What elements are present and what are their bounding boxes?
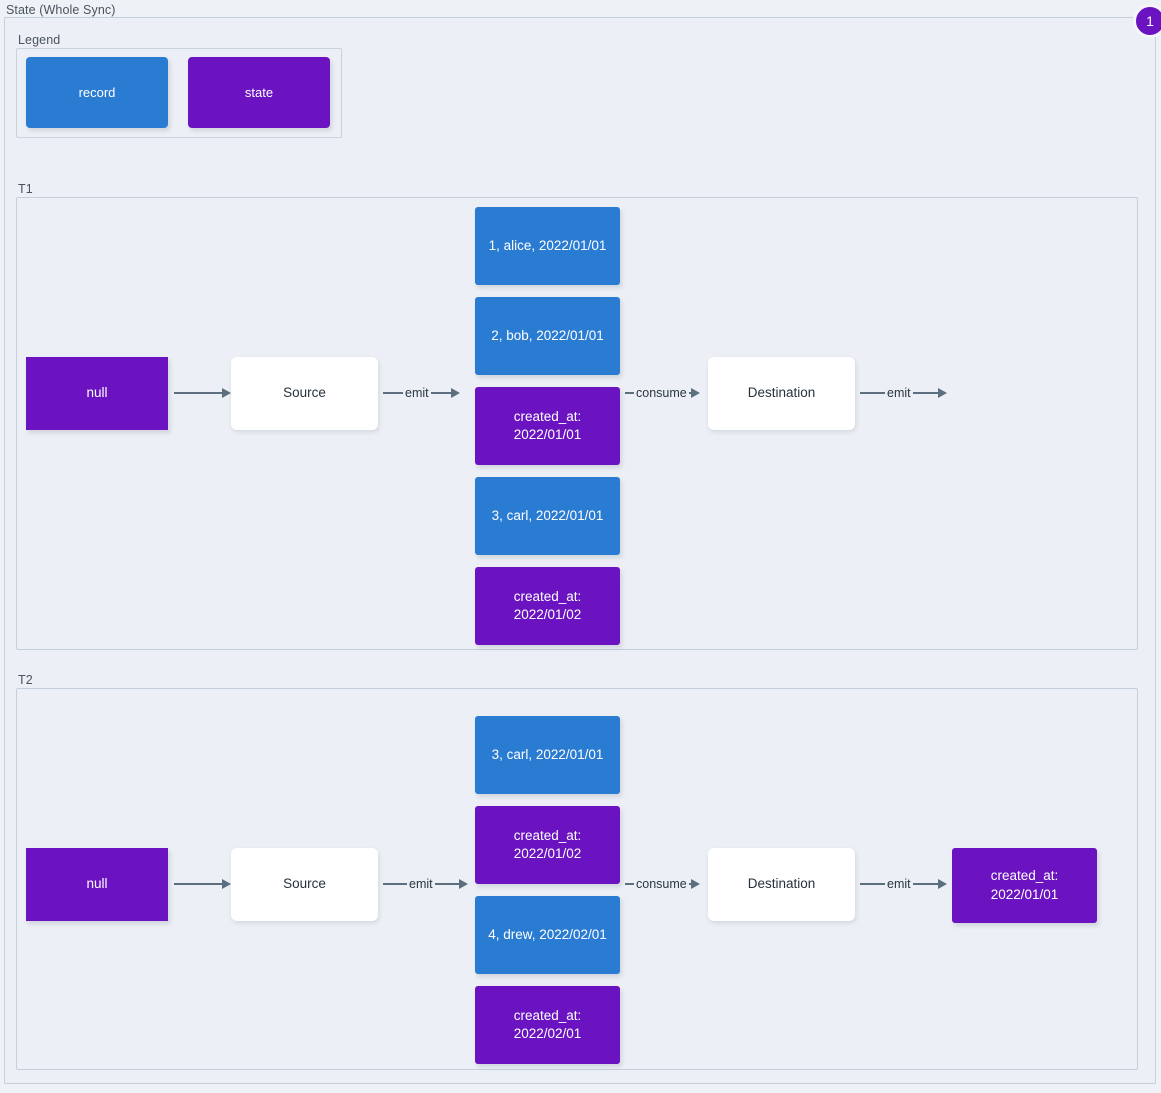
t1-edge-source-emit-label: emit (405, 385, 429, 400)
t2-title: T2 (18, 673, 33, 687)
t2-edge-source-emit: emit (383, 875, 468, 893)
legend-title: Legend (18, 33, 61, 47)
t1-stream-item-3: 3, carl, 2022/01/01 (475, 477, 620, 555)
arrow-head-icon (450, 388, 460, 398)
arrow-head-icon (222, 879, 231, 889)
t2-source-node: Source (231, 848, 378, 921)
step-badge[interactable]: 1 (1133, 4, 1161, 38)
t1-edge-destination-emit: emit (860, 384, 947, 402)
t2-edge-consume-label: consume (636, 876, 687, 891)
t2-stream-item-1: created_at: 2022/01/02 (475, 806, 620, 884)
t1-stream-item-2: created_at: 2022/01/01 (475, 387, 620, 465)
t1-stream-item-4: created_at: 2022/01/02 (475, 567, 620, 645)
arrow-head-icon (690, 879, 700, 889)
t1-edge-destination-emit-label: emit (887, 385, 911, 400)
t1-source-node: Source (231, 357, 378, 430)
t1-edge-state-to-source (174, 384, 231, 402)
t2-initial-state: null (26, 848, 168, 921)
diagram-title: State (Whole Sync) (6, 3, 116, 17)
t2-stream-item-3: created_at: 2022/02/01 (475, 986, 620, 1064)
legend-chip-record: record (26, 57, 168, 128)
arrow-head-icon (222, 388, 231, 398)
t2-destination-node: Destination (708, 848, 855, 921)
arrow-head-icon (937, 388, 947, 398)
t1-title: T1 (18, 182, 33, 196)
arrow-head-icon (937, 879, 947, 889)
t1-stream-item-1: 2, bob, 2022/01/01 (475, 297, 620, 375)
t2-edge-destination-emit: emit (860, 875, 947, 893)
t2-edge-state-to-source (174, 875, 231, 893)
t1-stream-item-0: 1, alice, 2022/01/01 (475, 207, 620, 285)
t1-destination-node: Destination (708, 357, 855, 430)
t1-initial-state: null (26, 357, 168, 430)
t2-stream-item-0: 3, carl, 2022/01/01 (475, 716, 620, 794)
arrow-head-icon (690, 388, 700, 398)
t2-edge-consume: consume (625, 875, 700, 893)
t1-edge-consume: consume (625, 384, 700, 402)
t2-final-state: created_at: 2022/01/01 (952, 848, 1097, 923)
t2-stream-item-2: 4, drew, 2022/02/01 (475, 896, 620, 974)
t2-edge-source-emit-label: emit (409, 876, 433, 891)
t1-edge-consume-label: consume (636, 385, 687, 400)
legend-chip-state: state (188, 57, 330, 128)
t1-edge-source-emit: emit (383, 384, 460, 402)
arrow-head-icon (458, 879, 468, 889)
t2-edge-destination-emit-label: emit (887, 876, 911, 891)
